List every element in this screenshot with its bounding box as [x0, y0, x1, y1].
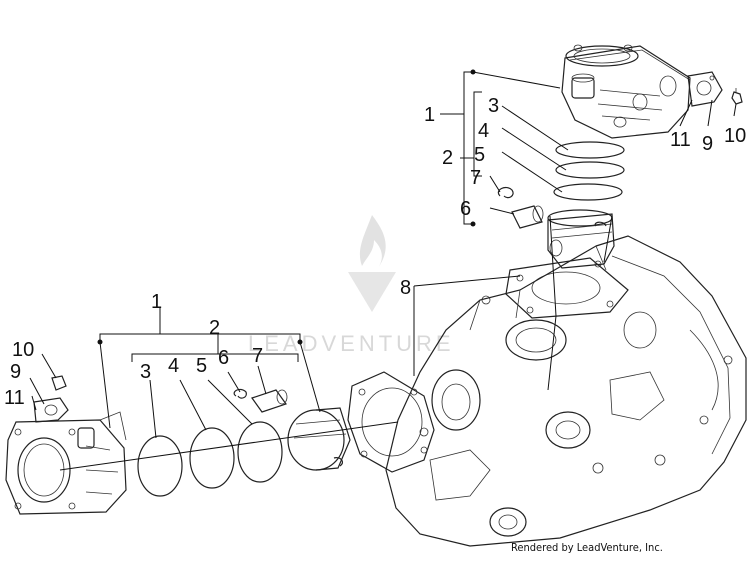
callout-4-lower: 4	[168, 355, 179, 377]
callout-6-lower: 6	[218, 347, 229, 369]
callout-11-upper: 11	[670, 129, 691, 151]
callout-numbers-lower: 1 2 3 4 5 6 7 10 9 11	[4, 291, 263, 409]
gasket-plate-upper	[687, 71, 723, 107]
callout-3-lower: 3	[140, 361, 151, 383]
callout-10-upper: 10	[724, 125, 746, 147]
piston-rings-lower	[137, 421, 283, 497]
callout-5-lower: 5	[196, 355, 207, 377]
callout-2-lower: 2	[209, 317, 220, 339]
callout-1-lower: 1	[151, 291, 162, 313]
watermark-flame-icon	[359, 215, 386, 268]
piston-lower	[287, 407, 351, 471]
callout-numbers-upper: 1 3 4 2 5 7 6 11 9 10	[424, 95, 746, 220]
gasket-plate-lower	[33, 397, 69, 423]
callout-9-lower: 9	[10, 361, 21, 383]
circlip-upper	[497, 186, 514, 199]
base-gasket-lower	[347, 371, 435, 473]
leader-lines-upper	[440, 69, 737, 391]
piston-upper	[547, 209, 615, 269]
callout-8: 8	[400, 277, 411, 299]
callout-6-upper: 6	[460, 198, 471, 220]
callout-2-upper: 2	[442, 147, 453, 169]
watermark-v-icon	[348, 272, 396, 312]
render-credit: Rendered by LeadVenture, Inc.	[511, 541, 663, 554]
callout-10-lower: 10	[12, 339, 34, 361]
piston-pin-lower	[251, 389, 288, 413]
cylinder-upper	[561, 44, 691, 139]
callout-7-lower: 7	[252, 345, 263, 367]
circlip-lower	[233, 388, 247, 399]
callout-4-upper: 4	[478, 120, 489, 142]
piston-rings-upper	[553, 141, 625, 201]
callout-5-upper: 5	[474, 144, 485, 166]
watermark: LEADVENTURE	[248, 215, 455, 356]
callout-numbers-middle: 8	[400, 277, 411, 299]
callout-11-lower: 11	[4, 387, 25, 409]
callout-9-upper: 9	[702, 133, 713, 155]
leader-lines-lower	[29, 308, 399, 471]
leader-line-8	[413, 275, 521, 376]
cylinder-lower	[5, 411, 127, 515]
callout-7-upper: 7	[470, 167, 481, 189]
callout-1-upper: 1	[424, 104, 435, 126]
callout-3-upper: 3	[488, 95, 499, 117]
crankcase	[385, 235, 747, 547]
bolt-lower	[51, 375, 67, 391]
bolt-upper	[731, 88, 743, 105]
piston-pin-upper	[511, 205, 544, 229]
watermark-brand: LEADVENTURE	[248, 331, 455, 356]
